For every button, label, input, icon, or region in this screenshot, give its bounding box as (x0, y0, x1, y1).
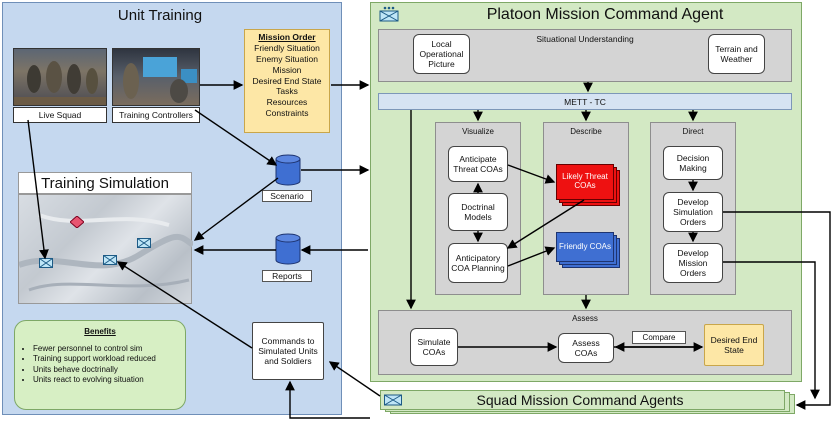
mission-order-item: Resources (266, 97, 308, 108)
direct-label: Direct (682, 127, 704, 136)
situational-understanding-label: Situational Understanding (536, 34, 634, 44)
assess-coas-box: Assess COAs (558, 333, 614, 363)
terrain-weather-box: Terrain and Weather (708, 34, 765, 74)
training-controllers-label: Training Controllers (112, 107, 200, 123)
database-icon (275, 154, 301, 186)
visualize-label: Visualize (462, 127, 494, 136)
decision-making-box: Decision Making (663, 146, 723, 180)
benefits-box: Benefits Fewer personnel to control sim … (14, 320, 186, 410)
mission-order-box: Mission Order Friendly Situation Enemy S… (244, 29, 330, 133)
benefit-item: Fewer personnel to control sim (33, 344, 177, 354)
anticipate-threat-box: Anticipate Threat COAs (448, 146, 508, 182)
benefits-list: Fewer personnel to control sim Training … (23, 344, 177, 386)
mission-order-header: Mission Order (258, 32, 316, 42)
mission-order-item: Constraints (265, 108, 309, 119)
assess-label: Assess (572, 314, 598, 323)
commands-box: Commands to Simulated Units and Soldiers (252, 322, 324, 380)
controllers-figures-icon (123, 57, 197, 103)
anticipatory-coa-box: Anticipatory COA Planning (448, 243, 508, 283)
squad-title: Squad Mission Command Agents (476, 392, 684, 408)
live-squad-figures-icon (14, 61, 106, 105)
scenario-label: Scenario (262, 190, 312, 202)
benefits-header: Benefits (84, 327, 116, 336)
develop-sim-orders-box: Develop Simulation Orders (663, 192, 723, 232)
benefit-item: Units behave doctrinally (33, 365, 177, 375)
platoon-title: Platoon Mission Command Agent (486, 6, 724, 23)
compare-label: Compare (632, 331, 686, 344)
simulation-terrain (17, 213, 195, 292)
database-icon (275, 233, 301, 265)
describe-section (543, 122, 629, 295)
mission-order-item: Enemy Situation (256, 53, 318, 64)
mission-order-item: Mission (272, 64, 302, 75)
map-marker-icon (70, 216, 84, 228)
mission-order-item: Friendly Situation (254, 42, 320, 53)
simulate-coas-box: Simulate COAs (410, 328, 458, 366)
live-squad-label: Live Squad (13, 107, 107, 123)
likely-threat-box: Likely Threat COAs (556, 164, 614, 200)
training-simulation-title: Training Simulation (18, 172, 192, 194)
local-op-picture-box: Local Operational Picture (413, 34, 470, 74)
training-simulation-map (17, 194, 195, 304)
mission-order-item: Tasks (276, 86, 298, 97)
doctrinal-models-box: Doctrinal Models (448, 193, 508, 231)
friendly-coas-box: Friendly COAs (556, 232, 614, 262)
unit-symbol-icon (384, 394, 402, 406)
describe-label: Describe (570, 127, 602, 136)
benefit-item: Training support workload reduced (33, 354, 177, 364)
photo-live-squad (13, 48, 107, 106)
unit-symbol-icon (103, 255, 117, 265)
mission-order-item: Desired End State (252, 75, 322, 86)
desired-end-state-box: Desired End State (704, 324, 764, 366)
mett-tc-bar: METT - TC (378, 93, 792, 110)
unit-symbol-icon (137, 238, 151, 248)
reports-label: Reports (262, 270, 312, 282)
unit-symbol-icon (39, 258, 53, 268)
unit-training-title: Unit Training (117, 7, 203, 24)
unit-symbol-icon (379, 6, 399, 22)
develop-mission-orders-box: Develop Mission Orders (663, 243, 723, 283)
benefit-item: Units react to evolving situation (33, 375, 177, 385)
photo-training-controllers (112, 48, 200, 106)
